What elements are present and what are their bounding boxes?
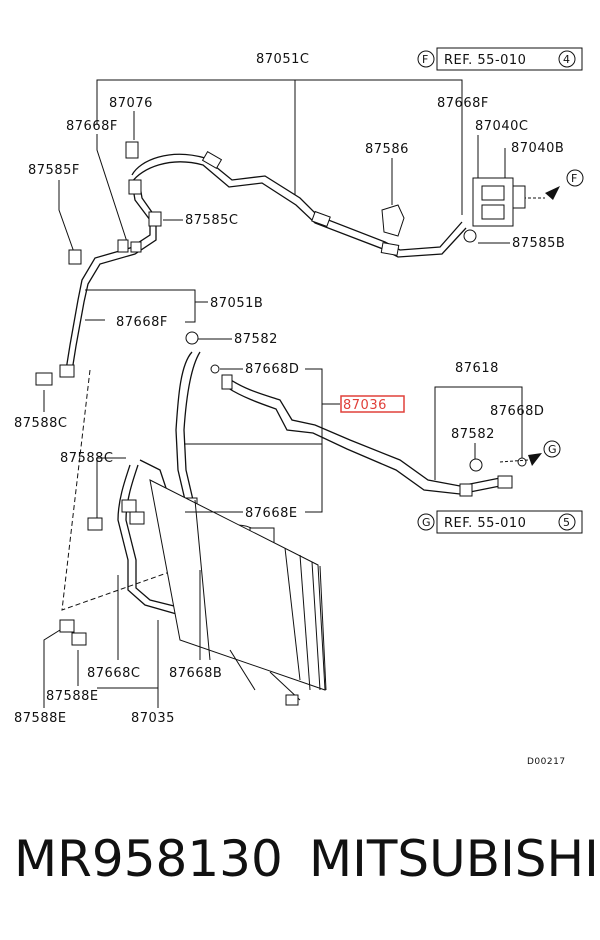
label-87585C: 87585C (185, 213, 238, 228)
label-87582-a: 87582 (234, 332, 278, 347)
ref-top-text: REF. 55-010 (444, 53, 526, 68)
label-87040B: 87040B (511, 141, 564, 156)
arrow-f-letter: F (571, 172, 578, 185)
ref-top: F REF. 55-010 4 (417, 47, 583, 71)
label-87668F-b: 87668F (437, 96, 489, 111)
arrow-f: F (518, 169, 584, 200)
arrow-g-letter: G (548, 443, 557, 456)
ref-bottom-text: REF. 55-010 (444, 516, 526, 531)
ref-bottom-number: 5 (563, 516, 571, 529)
label-87668D-a: 87668D (245, 362, 299, 377)
highlight-box (340, 395, 405, 413)
ref-top-circle-letter: F (422, 53, 429, 66)
label-87035: 87035 (131, 711, 175, 726)
label-87668D-b: 87668D (490, 404, 544, 419)
part-number: MR958130 (14, 830, 283, 888)
drawing-code: D00217 (527, 757, 566, 767)
label-87668F-c: 87668F (116, 315, 168, 330)
label-87668F-a: 87668F (66, 119, 118, 134)
label-87051B: 87051B (210, 296, 263, 311)
label-87051C: 87051C (256, 52, 309, 67)
ref-bottom-circle-letter: G (422, 516, 431, 529)
label-87036-highlight: 87036 (340, 395, 405, 413)
label-87586: 87586 (365, 142, 409, 157)
label-87036: 87036 (343, 398, 387, 413)
label-87588C-a: 87588C (14, 416, 67, 431)
condenser (149, 479, 327, 706)
label-87585B: 87585B (512, 236, 565, 251)
label-87668E: 87668E (245, 506, 298, 521)
label-87668B: 87668B (169, 666, 222, 681)
parts-diagram: 87051C F REF. 55-010 4 87076 87668F 8758… (14, 47, 584, 767)
ref-top-number: 4 (563, 53, 571, 66)
arrow-g: G (499, 440, 561, 466)
label-87588C-b: 87588C (60, 451, 113, 466)
label-87588E-b: 87588E (14, 711, 67, 726)
label-87582-b: 87582 (451, 427, 495, 442)
label-87668C: 87668C (87, 666, 140, 681)
bracket-87040 (472, 177, 526, 227)
label-87585F: 87585F (28, 163, 80, 178)
footer: MR958130 MITSUBISHI (0, 830, 600, 910)
label-87076: 87076 (109, 96, 153, 111)
label-87588E-a: 87588E (46, 689, 99, 704)
brand-name: MITSUBISHI (309, 830, 599, 888)
ref-bottom: G REF. 55-010 5 (417, 510, 583, 534)
label-87040C: 87040C (475, 119, 528, 134)
label-87618: 87618 (455, 361, 499, 376)
